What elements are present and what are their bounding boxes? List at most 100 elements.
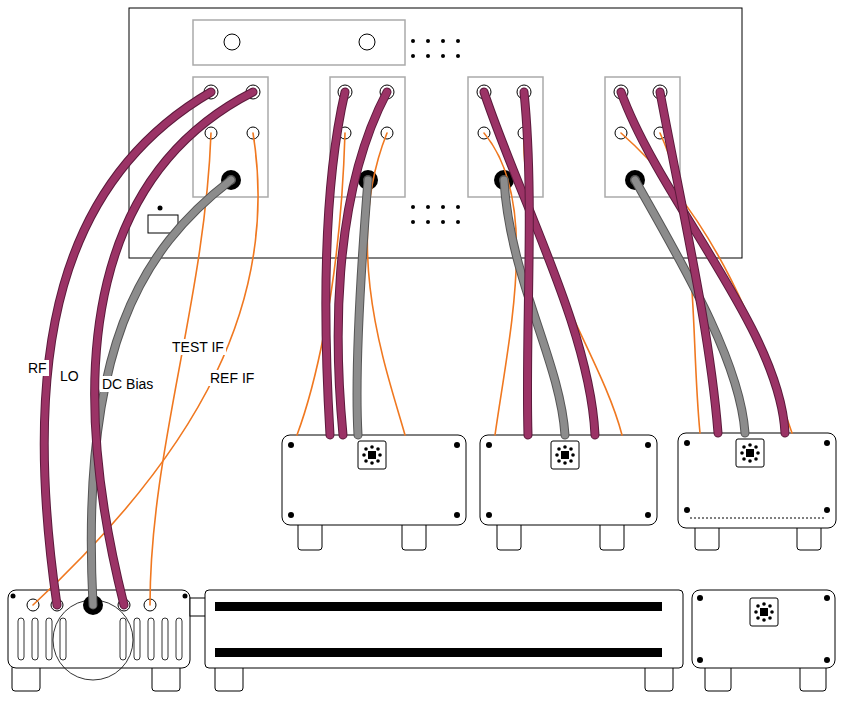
cable-label: LO (58, 368, 81, 384)
screw (288, 512, 294, 518)
lo-cable-outline (660, 92, 718, 433)
lo-cable-outline (338, 92, 387, 435)
frequency-extender-module (282, 435, 466, 550)
dot (426, 220, 430, 224)
if-cable (524, 133, 622, 435)
fins (18, 618, 182, 660)
lo-cable (524, 92, 529, 435)
frequency-extender-module (678, 433, 836, 550)
pin (569, 447, 573, 451)
fin (32, 618, 38, 660)
lo-cable (338, 92, 387, 435)
dc-cable (357, 180, 368, 435)
dot (426, 39, 430, 43)
module-body (480, 435, 657, 525)
end-cap (190, 598, 206, 616)
screw (645, 512, 651, 518)
pin (563, 445, 567, 449)
screw (11, 594, 16, 599)
dot (441, 54, 445, 58)
foot (298, 522, 322, 550)
rf-cable (484, 92, 595, 435)
instrument-panel (129, 8, 742, 258)
module-body (678, 433, 836, 528)
fin (18, 618, 24, 660)
connector-pin (746, 449, 754, 457)
screw (824, 595, 830, 601)
dc-cable-outline (357, 180, 368, 435)
foot (12, 665, 40, 691)
dot (411, 54, 415, 58)
screw (454, 442, 460, 448)
cable-label: REF IF (208, 370, 256, 386)
pin (756, 604, 760, 608)
pin (762, 618, 766, 622)
fin (134, 618, 140, 660)
fin (120, 618, 126, 660)
screw (486, 512, 492, 518)
connector-icon (551, 441, 579, 469)
dot (456, 220, 460, 224)
frequency-extender-module (480, 435, 657, 550)
pin (768, 616, 772, 620)
connector-icon (750, 598, 778, 626)
screw (697, 657, 703, 663)
pin (376, 447, 380, 451)
pin (770, 610, 774, 614)
cable-label: TEST IF (170, 339, 226, 355)
pin (376, 459, 380, 463)
knob (224, 34, 240, 50)
fin (148, 618, 154, 660)
waveguide-module (190, 590, 683, 691)
rf-cable-outline (621, 92, 785, 433)
pin (742, 457, 746, 461)
module-body (692, 590, 835, 668)
connector-icon (358, 441, 386, 469)
pin (557, 459, 561, 463)
screw (454, 512, 460, 518)
screw (288, 442, 294, 448)
foot (152, 665, 180, 691)
connector-pins (740, 443, 760, 463)
pin (557, 447, 561, 451)
foot (800, 665, 826, 691)
pin (756, 451, 760, 455)
top-subpanel (193, 20, 405, 65)
rf-cable-outline (484, 92, 595, 435)
if-cable (33, 133, 258, 605)
pin (555, 453, 559, 457)
pin (563, 461, 567, 465)
pin (378, 453, 382, 457)
screw (824, 440, 830, 446)
pin (370, 445, 374, 449)
pin (748, 459, 752, 463)
pin (364, 447, 368, 451)
dot (441, 39, 445, 43)
dot (441, 205, 445, 209)
dot (411, 220, 415, 224)
lo-cable (660, 92, 718, 433)
dot (456, 205, 460, 209)
dot (441, 220, 445, 224)
fin (176, 618, 182, 660)
lo-cable-outline (524, 92, 529, 435)
connector-pin (760, 608, 768, 616)
pin (768, 604, 772, 608)
heatsink-module (8, 590, 190, 691)
pin (569, 459, 573, 463)
foot (645, 665, 673, 691)
cables (33, 92, 792, 605)
connector-pins (362, 445, 382, 465)
screw (824, 657, 830, 663)
connector-pin (561, 451, 569, 459)
pin (756, 616, 760, 620)
rf-cable (621, 92, 785, 433)
screw (697, 595, 703, 601)
pin (742, 445, 746, 449)
module-body (205, 590, 683, 668)
indicator-dot (158, 206, 163, 211)
foot (402, 522, 426, 550)
connector-pins (555, 445, 575, 465)
foot (497, 522, 521, 550)
stripe (215, 602, 662, 611)
